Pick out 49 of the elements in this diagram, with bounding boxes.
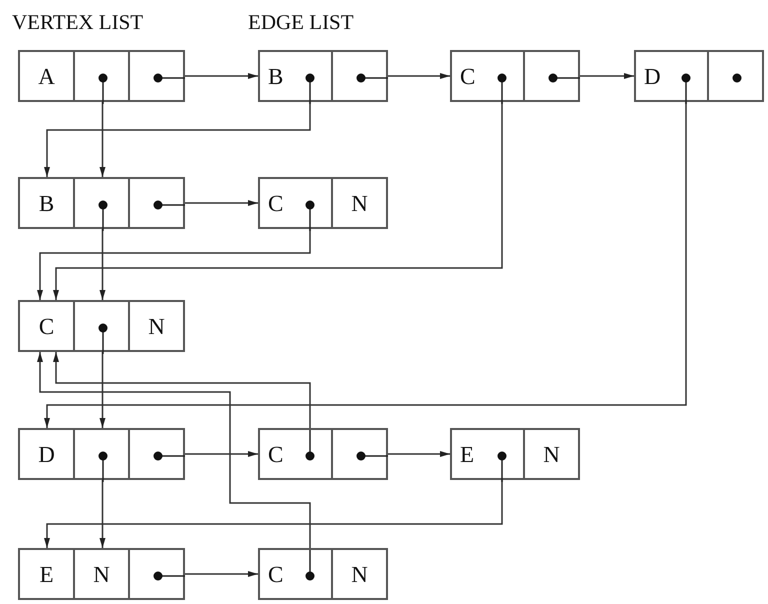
cell-text: E [460, 442, 474, 466]
arrow [185, 73, 258, 79]
arrow [100, 352, 106, 428]
record-box [258, 428, 388, 480]
arrow [580, 73, 634, 79]
cell-text: A [38, 64, 55, 88]
arrow [37, 352, 311, 548]
cell-text: N [543, 442, 560, 466]
cell-text: N [148, 314, 165, 338]
arrow [53, 352, 311, 428]
record-box [18, 300, 185, 352]
arrow [37, 229, 311, 300]
arrow [44, 102, 311, 177]
arrow [100, 102, 106, 177]
cell-text: C [268, 192, 284, 214]
record-box [18, 548, 185, 600]
arrow [100, 229, 106, 300]
cell-text: C [460, 64, 476, 88]
cell-text: B [38, 192, 54, 214]
cell-text: D [644, 64, 661, 88]
record-box [450, 428, 580, 480]
list-heading: VERTEX LIST [12, 12, 144, 33]
cell-text: C [268, 562, 284, 586]
record-box [18, 428, 185, 480]
arrow [388, 73, 450, 79]
cell-text: C [268, 442, 284, 466]
record-box [450, 50, 580, 102]
cell-text: D [38, 442, 55, 466]
arrow [44, 480, 503, 548]
record-box [258, 177, 388, 229]
record-box [258, 50, 388, 102]
cell-text: B [268, 64, 284, 88]
arrow [185, 200, 258, 206]
record-box [634, 50, 764, 102]
arrow [388, 451, 450, 457]
arrow [185, 571, 258, 577]
arrow [53, 102, 503, 300]
arrow [44, 102, 687, 428]
record-box [18, 50, 185, 102]
list-heading: EDGE LIST [248, 12, 354, 33]
cell-text: N [351, 562, 368, 586]
record-box [258, 548, 388, 600]
cell-text: C [38, 314, 54, 338]
cell-text: N [351, 192, 368, 214]
arrow [185, 451, 258, 457]
arrow [100, 480, 106, 548]
cell-text: N [93, 562, 110, 586]
record-box [18, 177, 185, 229]
cell-text: E [39, 562, 54, 586]
